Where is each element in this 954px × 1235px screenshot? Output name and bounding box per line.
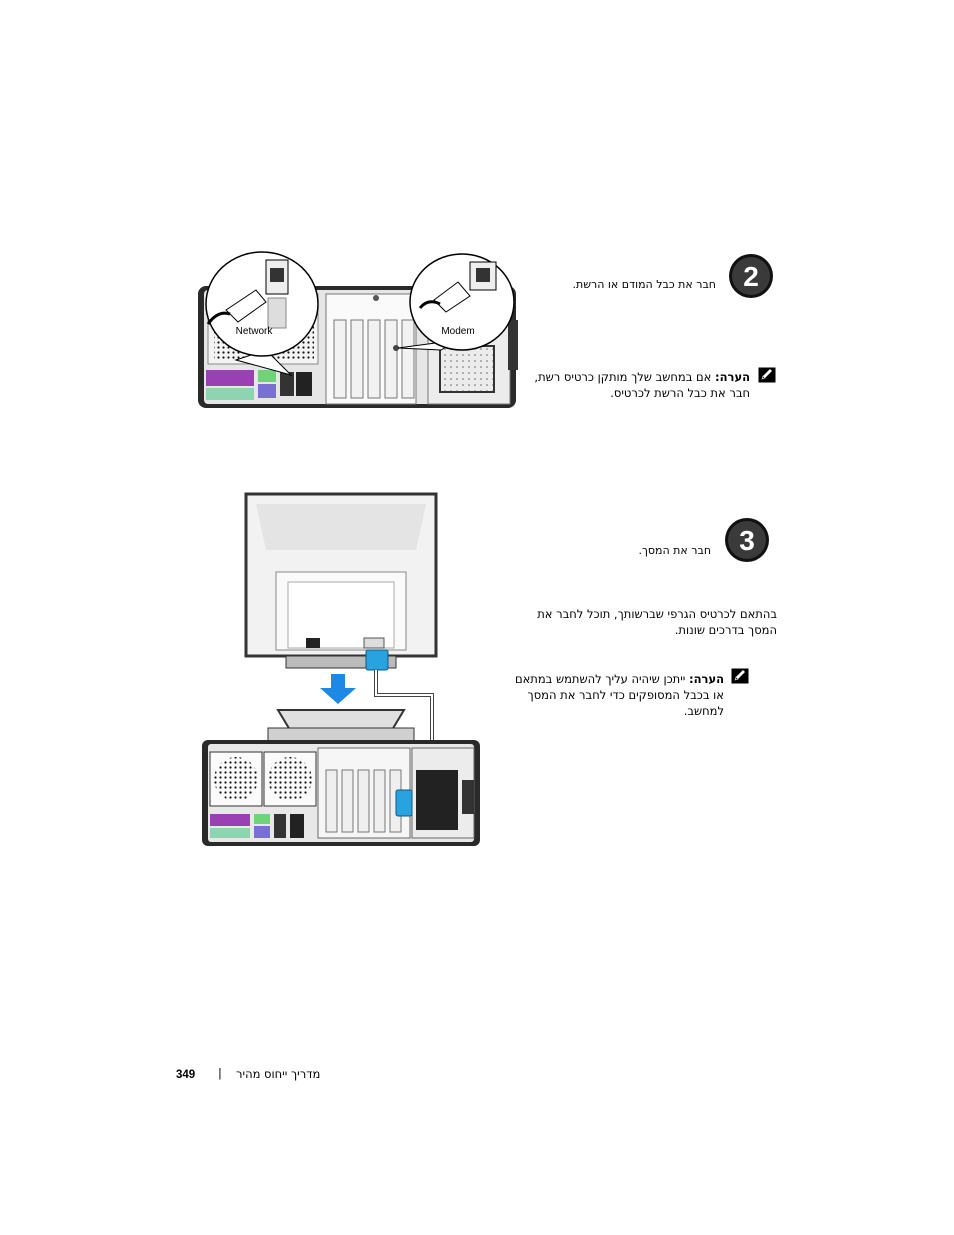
- step-3-body: בהתאם לכרטיס הגרפי שברשותך, תוכל לחבר את…: [537, 607, 777, 637]
- vga-connector-computer: [395, 789, 413, 817]
- monitor-back: [244, 492, 438, 669]
- network-label: Network: [236, 326, 274, 337]
- step-2-figure: Network Modem: [198, 251, 518, 408]
- modem-port: [393, 345, 399, 351]
- vga-connector-monitor: [365, 649, 389, 671]
- power-socket: [306, 638, 320, 648]
- note-pencil-icon: [758, 367, 776, 383]
- step-2-number: 2: [743, 261, 759, 292]
- parallel-port: [206, 370, 254, 386]
- network-port: [296, 372, 312, 396]
- step-2-caption: חבר את כבל המודם או הרשת.: [572, 278, 716, 291]
- step-3-number: 3: [739, 525, 755, 556]
- step-3-badge: 3: [725, 518, 769, 562]
- step-3-note: הערה: ייתכן שיהיה עליך להשתמש במתאם או ב…: [504, 671, 724, 719]
- footer-title: מדריך ייחוס מהיר: [236, 1067, 321, 1081]
- down-arrow-icon: [320, 674, 356, 704]
- footer-separator: |: [218, 1066, 222, 1080]
- page-footer: 349: [176, 1067, 195, 1081]
- page-number: 349: [176, 1069, 196, 1081]
- step-3-caption: חבר את המסך.: [638, 544, 711, 557]
- note-pencil-icon: [731, 668, 749, 684]
- modem-cable-icon: [418, 261, 497, 313]
- note-text: ייתכן שיהיה עליך להשתמש במתאם או בכבל המ…: [514, 672, 724, 718]
- note-label: הערה:: [689, 672, 724, 686]
- computer-case-back: [202, 740, 480, 846]
- parallel-port: [210, 814, 250, 826]
- note-text: אם במחשב שלך מותקן כרטיס רשת, חבר את כבל…: [534, 370, 750, 400]
- step-3-figure: [202, 492, 480, 846]
- note-label: הערה:: [715, 370, 750, 384]
- modem-label: Modem: [441, 326, 474, 337]
- network-cable-icon: [206, 259, 289, 329]
- step-2-note: הערה: אם במחשב שלך מותקן כרטיס רשת, חבר …: [520, 369, 750, 401]
- step-2-badge: 2: [729, 254, 773, 298]
